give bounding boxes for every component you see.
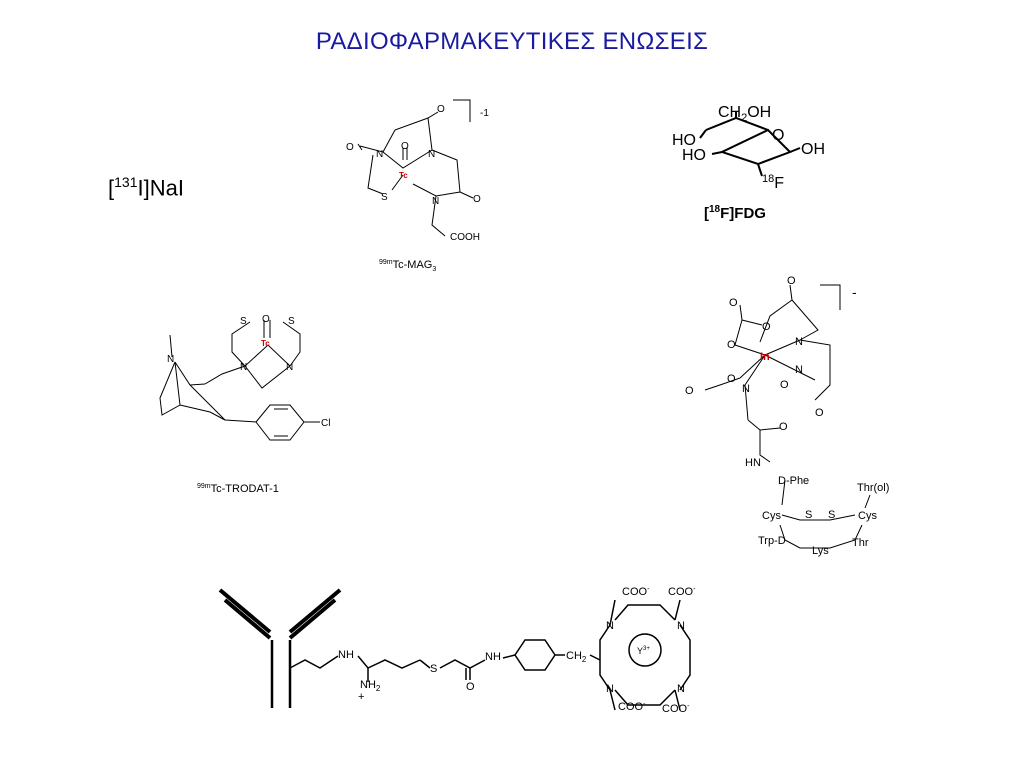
svg-text:COO-: COO- <box>662 703 690 715</box>
svg-text:N: N <box>376 149 383 160</box>
svg-text:18F: 18F <box>762 173 784 192</box>
svg-text:S: S <box>381 192 388 203</box>
svg-text:Thr(ol): Thr(ol) <box>857 482 889 494</box>
svg-text:S: S <box>288 316 295 327</box>
svg-text:N: N <box>606 683 614 695</box>
svg-text:N: N <box>240 362 247 373</box>
svg-text:O: O <box>729 297 738 309</box>
svg-text:S: S <box>240 316 247 327</box>
svg-text:CH2: CH2 <box>566 650 587 664</box>
svg-text:N: N <box>677 620 685 632</box>
octreotide-atom-labels: O O O O N In N O O O N O O HN - D-Phe Th… <box>685 275 889 557</box>
svg-text:COO-: COO- <box>668 586 696 598</box>
svg-text:HO: HO <box>682 147 706 164</box>
mag3-atom-labels: O O N N O Tc S O N COOH -1 <box>346 104 489 243</box>
in-label: In <box>760 351 770 363</box>
svg-text:N: N <box>286 362 293 373</box>
svg-text:OH: OH <box>801 141 825 158</box>
slide-title: ΡΑΔΙΟΦΑΡΜΑΚΕΥΤΙΚΕΣ ΕΝΩΣΕΙΣ <box>315 28 709 55</box>
antibody-conjugate-structure <box>218 588 691 711</box>
svg-text:Cl: Cl <box>321 418 330 429</box>
svg-text:O: O <box>401 141 409 152</box>
octreotide-charge: - <box>852 284 857 300</box>
svg-text:Thr: Thr <box>852 537 869 549</box>
svg-text:O: O <box>815 407 824 419</box>
mag3-caption: 99mTc-MAG3 <box>379 259 436 273</box>
svg-text:N: N <box>428 149 435 160</box>
svg-text:HO: HO <box>672 132 696 149</box>
svg-text:N: N <box>606 620 614 632</box>
svg-text:O: O <box>772 127 784 144</box>
svg-text:O: O <box>779 421 788 433</box>
svg-text:N: N <box>795 364 803 376</box>
svg-text:O: O <box>346 142 354 153</box>
svg-text:COOH: COOH <box>450 232 480 243</box>
svg-text:Lys: Lys <box>812 545 829 557</box>
svg-text:O: O <box>262 314 270 325</box>
nai-label: [131I]NaI <box>108 174 184 201</box>
trodat-caption: 99mTc-TRODAT-1 <box>197 483 279 495</box>
svg-text:O: O <box>762 321 771 333</box>
svg-text:N: N <box>742 383 750 395</box>
fdg-caption: [18F]FDG <box>704 204 766 222</box>
svg-text:Cys: Cys <box>858 510 877 522</box>
mag3-structure <box>357 99 474 237</box>
trodat-structure <box>159 320 320 441</box>
svg-text:Trp-D: Trp-D <box>758 535 786 547</box>
svg-text:N: N <box>677 683 685 695</box>
svg-text:O: O <box>727 339 736 351</box>
svg-text:Cys: Cys <box>762 510 781 522</box>
trodat-atom-labels: S S O Tc N N N Cl <box>167 314 330 429</box>
svg-text:O: O <box>780 379 789 391</box>
octreotide-structure <box>704 284 871 549</box>
svg-text:O: O <box>437 104 445 115</box>
svg-text:S: S <box>430 663 437 675</box>
svg-text:NH: NH <box>338 649 354 661</box>
svg-text:N: N <box>167 354 174 365</box>
svg-text:O: O <box>466 681 475 693</box>
svg-text:S: S <box>805 509 812 521</box>
svg-text:HN: HN <box>745 457 761 469</box>
svg-text:CH2OH: CH2OH <box>718 104 771 124</box>
svg-text:NH2: NH2 <box>360 679 381 693</box>
antibody-conjugate-labels: NH NH2 + S O NH CH2 N N N N COO- COO- CO… <box>338 586 696 715</box>
svg-text:N: N <box>432 196 439 207</box>
svg-text:Y3+: Y3+ <box>637 646 650 656</box>
svg-text:O: O <box>787 275 796 287</box>
mag3-charge: -1 <box>480 108 489 119</box>
svg-text:COO-: COO- <box>622 586 650 598</box>
svg-text:NH: NH <box>485 651 501 663</box>
svg-text:+: + <box>358 691 364 703</box>
fdg-structure <box>699 112 801 177</box>
svg-text:COO-: COO- <box>618 701 646 713</box>
svg-text:N: N <box>795 336 803 348</box>
svg-text:D-Phe: D-Phe <box>778 475 809 487</box>
tc-label: Tc <box>399 171 408 180</box>
svg-text:S: S <box>828 509 835 521</box>
svg-text:O: O <box>685 385 694 397</box>
svg-text:O: O <box>473 194 481 205</box>
fdg-labels: CH2OH O HO HO OH 18F <box>672 104 825 192</box>
svg-text:Tc: Tc <box>261 339 270 348</box>
svg-text:O: O <box>727 373 736 385</box>
